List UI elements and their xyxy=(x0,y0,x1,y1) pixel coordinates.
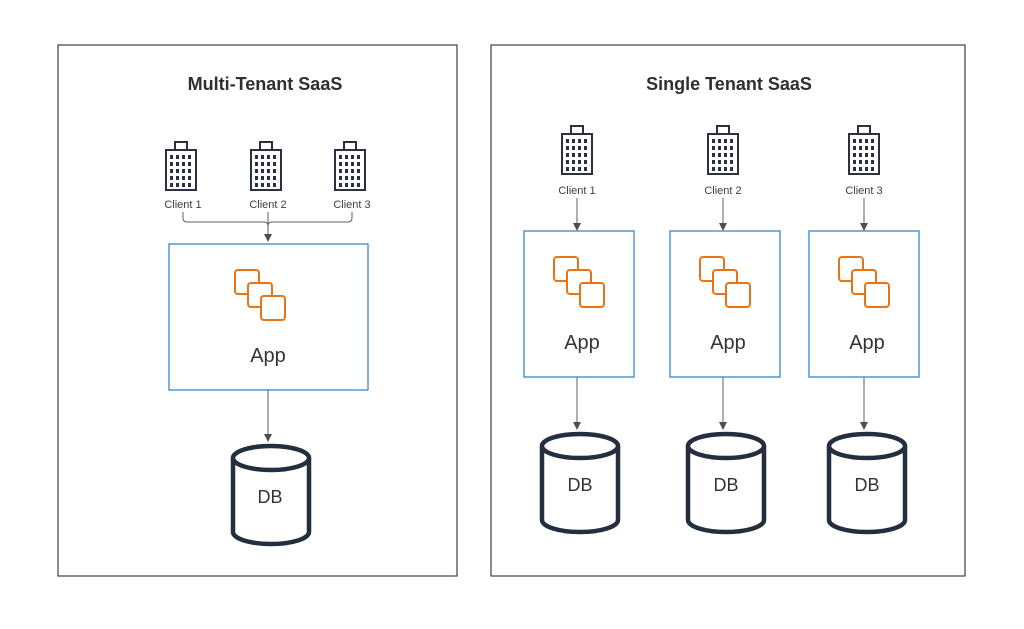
client-1-building-icon xyxy=(561,125,593,175)
tenant-stack-2: Client 2 App DB xyxy=(669,125,781,532)
db-label: DB xyxy=(257,487,282,507)
arrowhead xyxy=(573,422,581,430)
client-2-building-icon xyxy=(250,141,282,191)
client-1-building-icon xyxy=(165,141,197,191)
clients-merge-connector xyxy=(182,212,353,234)
app-label: App xyxy=(710,332,746,354)
arrowhead xyxy=(860,422,868,430)
client-label: Client 3 xyxy=(333,199,370,211)
db-label: DB xyxy=(567,475,592,495)
single-tenant-panel: Single Tenant SaaS Client 1 App DB Clien… xyxy=(490,44,966,577)
multi-tenant-title: Multi-Tenant SaaS xyxy=(188,74,343,94)
arrowhead xyxy=(719,223,727,231)
arrowhead xyxy=(264,434,272,442)
client-label: Client 1 xyxy=(164,199,201,211)
arrowhead xyxy=(264,234,272,242)
app-label: App xyxy=(849,332,885,354)
client-2-building-icon xyxy=(707,125,739,175)
multi-tenant-panel: Multi-Tenant SaaS Client 1 Client 2 Clie… xyxy=(57,44,458,577)
client-label: Client 1 xyxy=(558,185,595,197)
client-label: Client 3 xyxy=(845,185,882,197)
tenant-stack-3: Client 3 App DB xyxy=(808,125,920,532)
app-label: App xyxy=(564,332,600,354)
client-label: Client 2 xyxy=(704,185,741,197)
client-3-building-icon xyxy=(848,125,880,175)
client-label: Client 2 xyxy=(249,199,286,211)
db-label: DB xyxy=(713,475,738,495)
db-label: DB xyxy=(854,475,879,495)
arrowhead xyxy=(719,422,727,430)
arrowhead xyxy=(860,223,868,231)
client-3-building-icon xyxy=(334,141,366,191)
app-label: App xyxy=(250,345,286,367)
tenant-stack-1: Client 1 App DB xyxy=(523,125,635,532)
single-tenant-title: Single Tenant SaaS xyxy=(646,74,812,94)
arrowhead xyxy=(573,223,581,231)
